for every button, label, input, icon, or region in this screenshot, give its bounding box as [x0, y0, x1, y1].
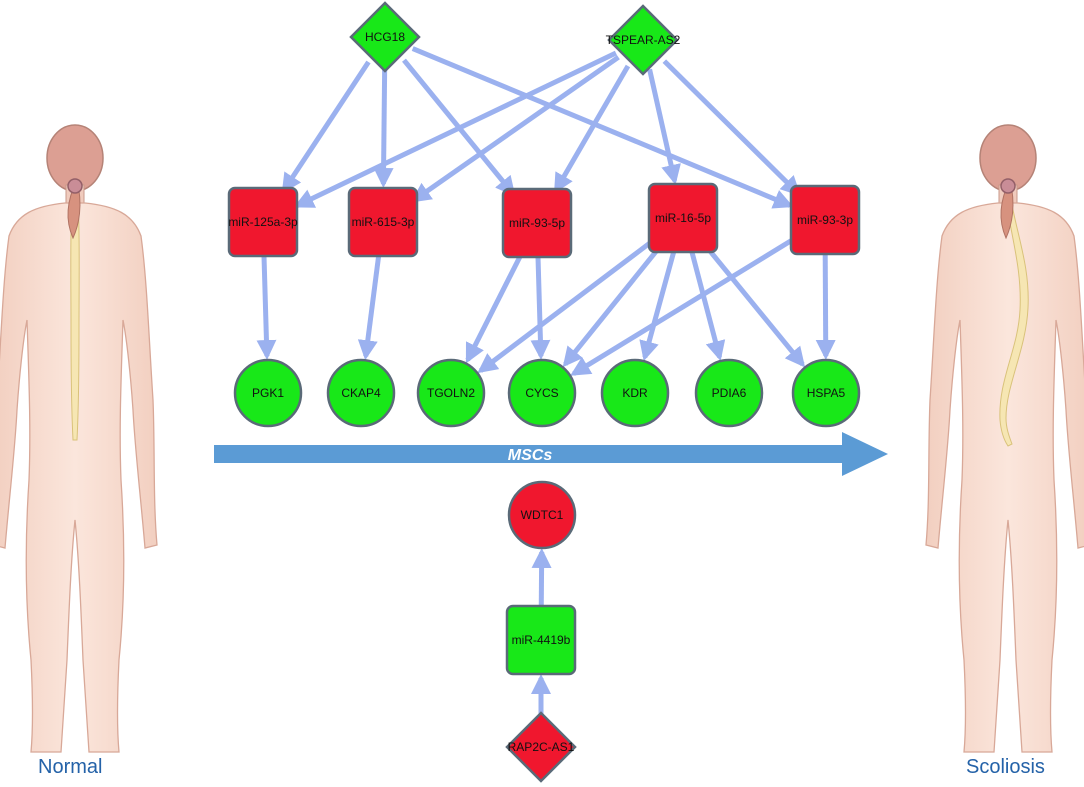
edge-HCG18-to-miR-125a-3p	[281, 60, 371, 194]
node-label-hcg18: HCG18	[365, 30, 405, 44]
node-label-kdr: KDR	[622, 386, 648, 400]
edge-TSPEAR-AS2-to-miR-16-5p	[647, 68, 681, 185]
node-kdr: KDR	[600, 358, 670, 428]
node-mir-93-3p: miR-93-3p	[789, 184, 861, 256]
node-hspa5: HSPA5	[791, 358, 861, 428]
node-tgoln2: TGOLN2	[416, 358, 486, 428]
edge-miR-16-5p-to-CYCS	[562, 239, 667, 368]
node-label-mir-93-3p: miR-93-3p	[797, 213, 853, 227]
edge-TSPEAR-AS2-to-miR-615-3p	[410, 55, 620, 203]
edge-miR-615-3p-to-CKAP4	[357, 251, 382, 361]
edge-miR-16-5p-to-HSPA5	[700, 239, 806, 368]
edge-miR-93-3p-to-HSPA5	[815, 249, 836, 361]
edge-miR-125a-3p-to-PGK1	[256, 251, 277, 361]
msc-process-arrow: MSCs	[214, 432, 888, 476]
node-shape-kdr	[600, 358, 670, 428]
edge-miR-16-5p-to-TGOLN2	[477, 234, 661, 374]
node-shape-hspa5	[791, 358, 861, 428]
node-pdia6: PDIA6	[694, 358, 764, 428]
node-label-mir-125a-3p: miR-125a-3p	[228, 215, 298, 229]
node-mir-16-5p: miR-16-5p	[647, 182, 719, 254]
edge-TSPEAR-AS2-to-miR-125a-3p	[293, 50, 618, 208]
node-mir-615-3p: miR-615-3p	[347, 186, 419, 258]
node-shape-mir-93-5p	[501, 187, 573, 259]
node-label-rap2c-as1: RAP2C-AS1	[508, 740, 575, 754]
node-rap2c-as1: RAP2C-AS1	[505, 711, 577, 783]
normal-label: Normal	[38, 756, 103, 778]
node-shape-mir-615-3p	[347, 186, 419, 258]
node-label-pgk1: PGK1	[252, 386, 284, 400]
edge-HCG18-to-miR-93-3p	[411, 46, 794, 209]
node-label-pdia6: PDIA6	[712, 386, 747, 400]
edge-miR-93-5p-to-CYCS	[530, 252, 551, 361]
edge-miR-93-5p-to-TGOLN2	[465, 248, 526, 364]
normal-body-figure	[0, 124, 158, 753]
node-label-wdtc1: WDTC1	[521, 508, 564, 522]
edges-layer	[256, 46, 836, 717]
node-shape-mir-4419b	[505, 604, 577, 676]
node-shape-rap2c-as1	[505, 711, 577, 783]
node-mir-4419b: miR-4419b	[505, 604, 577, 676]
node-shape-cycs	[507, 358, 577, 428]
node-hcg18: HCG18	[349, 1, 421, 73]
node-label-cycs: CYCS	[525, 386, 558, 400]
node-mir-125a-3p: miR-125a-3p	[227, 186, 299, 258]
node-shape-mir-125a-3p	[227, 186, 299, 258]
node-shape-pgk1	[233, 358, 303, 428]
node-label-mir-16-5p: miR-16-5p	[655, 211, 711, 225]
node-label-hspa5: HSPA5	[807, 386, 846, 400]
edge-miR-93-3p-to-CYCS	[570, 233, 801, 376]
nodes-layer: HCG18 TSPEAR-AS2 miR-125a-3p miR-615-3p miR-…	[227, 1, 861, 783]
node-shape-tgoln2	[416, 358, 486, 428]
scoliosis-body-figure	[925, 124, 1084, 753]
node-ckap4: CKAP4	[326, 358, 396, 428]
node-shape-tspear-as2	[607, 4, 679, 76]
edge-TSPEAR-AS2-to-miR-93-3p	[662, 59, 801, 197]
node-shape-mir-16-5p	[647, 182, 719, 254]
scoliosis-label: Scoliosis	[966, 756, 1045, 778]
edge-TSPEAR-AS2-to-miR-93-5p	[553, 64, 631, 194]
node-label-mir-615-3p: miR-615-3p	[352, 215, 415, 229]
node-label-tspear-as2: TSPEAR-AS2	[606, 33, 681, 47]
node-mir-93-5p: miR-93-5p	[501, 187, 573, 259]
edge-miR-16-5p-to-PDIA6	[688, 246, 726, 362]
node-shape-hcg18	[349, 1, 421, 73]
node-label-mir-93-5p: miR-93-5p	[509, 216, 565, 230]
edge-miR-16-5p-to-KDR	[639, 246, 678, 362]
node-cycs: CYCS	[507, 358, 577, 428]
node-tspear-as2: TSPEAR-AS2	[606, 4, 681, 76]
node-wdtc1: WDTC1	[507, 480, 577, 550]
node-shape-wdtc1	[507, 480, 577, 550]
node-label-mir-4419b: miR-4419b	[512, 633, 571, 647]
node-shape-mir-93-3p	[789, 184, 861, 256]
node-pgk1: PGK1	[233, 358, 303, 428]
node-label-ckap4: CKAP4	[341, 386, 381, 400]
node-shape-ckap4	[326, 358, 396, 428]
msc-label: MSCs	[508, 447, 553, 464]
node-shape-pdia6	[694, 358, 764, 428]
node-label-tgoln2: TGOLN2	[427, 386, 475, 400]
